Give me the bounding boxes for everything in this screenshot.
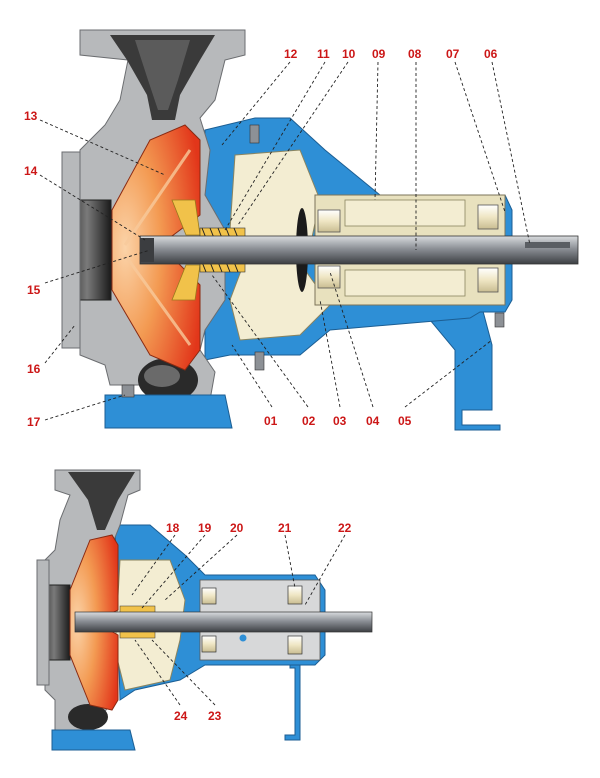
bearing-pump-top <box>201 587 217 605</box>
label-09: 09 <box>372 47 386 61</box>
label-21: 21 <box>278 521 292 535</box>
bracket-foot <box>284 659 301 741</box>
label-13: 13 <box>24 109 38 123</box>
discharge-outlet <box>68 472 135 530</box>
bearing-drive-top <box>477 204 499 230</box>
label-01: 01 <box>264 414 278 428</box>
label-11: 11 <box>317 47 330 61</box>
label-17: 17 <box>27 415 41 429</box>
casing-foot <box>104 394 233 429</box>
impeller-nut <box>140 238 154 262</box>
label-12: 12 <box>284 47 298 61</box>
casing-foot <box>51 729 136 751</box>
label-18: 18 <box>166 521 180 535</box>
bearing-pump-top <box>317 209 341 233</box>
part-labels: 01 02 03 04 05 06 07 08 09 10 11 12 13 1… <box>24 47 498 723</box>
label-20: 20 <box>230 521 244 535</box>
leader-lines <box>39 61 531 706</box>
label-14: 14 <box>24 164 38 178</box>
bolt <box>121 384 135 398</box>
shaft-sleeve-top <box>344 199 466 227</box>
volute-passage <box>68 704 108 730</box>
label-07: 07 <box>446 47 460 61</box>
bearing-pump-bottom <box>201 635 217 653</box>
label-03: 03 <box>333 414 347 428</box>
bearing-pump-bottom <box>317 265 341 289</box>
label-22: 22 <box>338 521 352 535</box>
inlet-flange <box>61 151 81 349</box>
label-05: 05 <box>398 414 412 428</box>
shaft-key <box>525 242 570 248</box>
label-15: 15 <box>27 283 41 297</box>
label-23: 23 <box>208 709 222 723</box>
label-04: 04 <box>366 414 380 428</box>
label-10: 10 <box>342 47 356 61</box>
shaft <box>74 611 373 633</box>
label-16: 16 <box>27 362 41 376</box>
bearing-drive-top <box>287 585 303 605</box>
shaft-sleeve-bottom <box>344 269 466 297</box>
label-24: 24 <box>174 709 188 723</box>
grease-nipple <box>239 634 247 642</box>
label-06: 06 <box>484 47 498 61</box>
top-pump-assembly <box>61 29 579 431</box>
label-19: 19 <box>198 521 212 535</box>
label-02: 02 <box>302 414 316 428</box>
inlet-flange <box>36 559 50 686</box>
bracket-foot <box>429 299 501 431</box>
shaft <box>139 235 579 265</box>
bearing-drive-bottom <box>287 635 303 655</box>
label-08: 08 <box>408 47 422 61</box>
bearing-drive-bottom <box>477 267 499 293</box>
bolt <box>249 124 260 144</box>
bolt <box>254 351 265 371</box>
bottom-pump-assembly <box>36 469 373 751</box>
mechanical-seal-spring <box>199 227 246 273</box>
bolt <box>494 312 505 328</box>
